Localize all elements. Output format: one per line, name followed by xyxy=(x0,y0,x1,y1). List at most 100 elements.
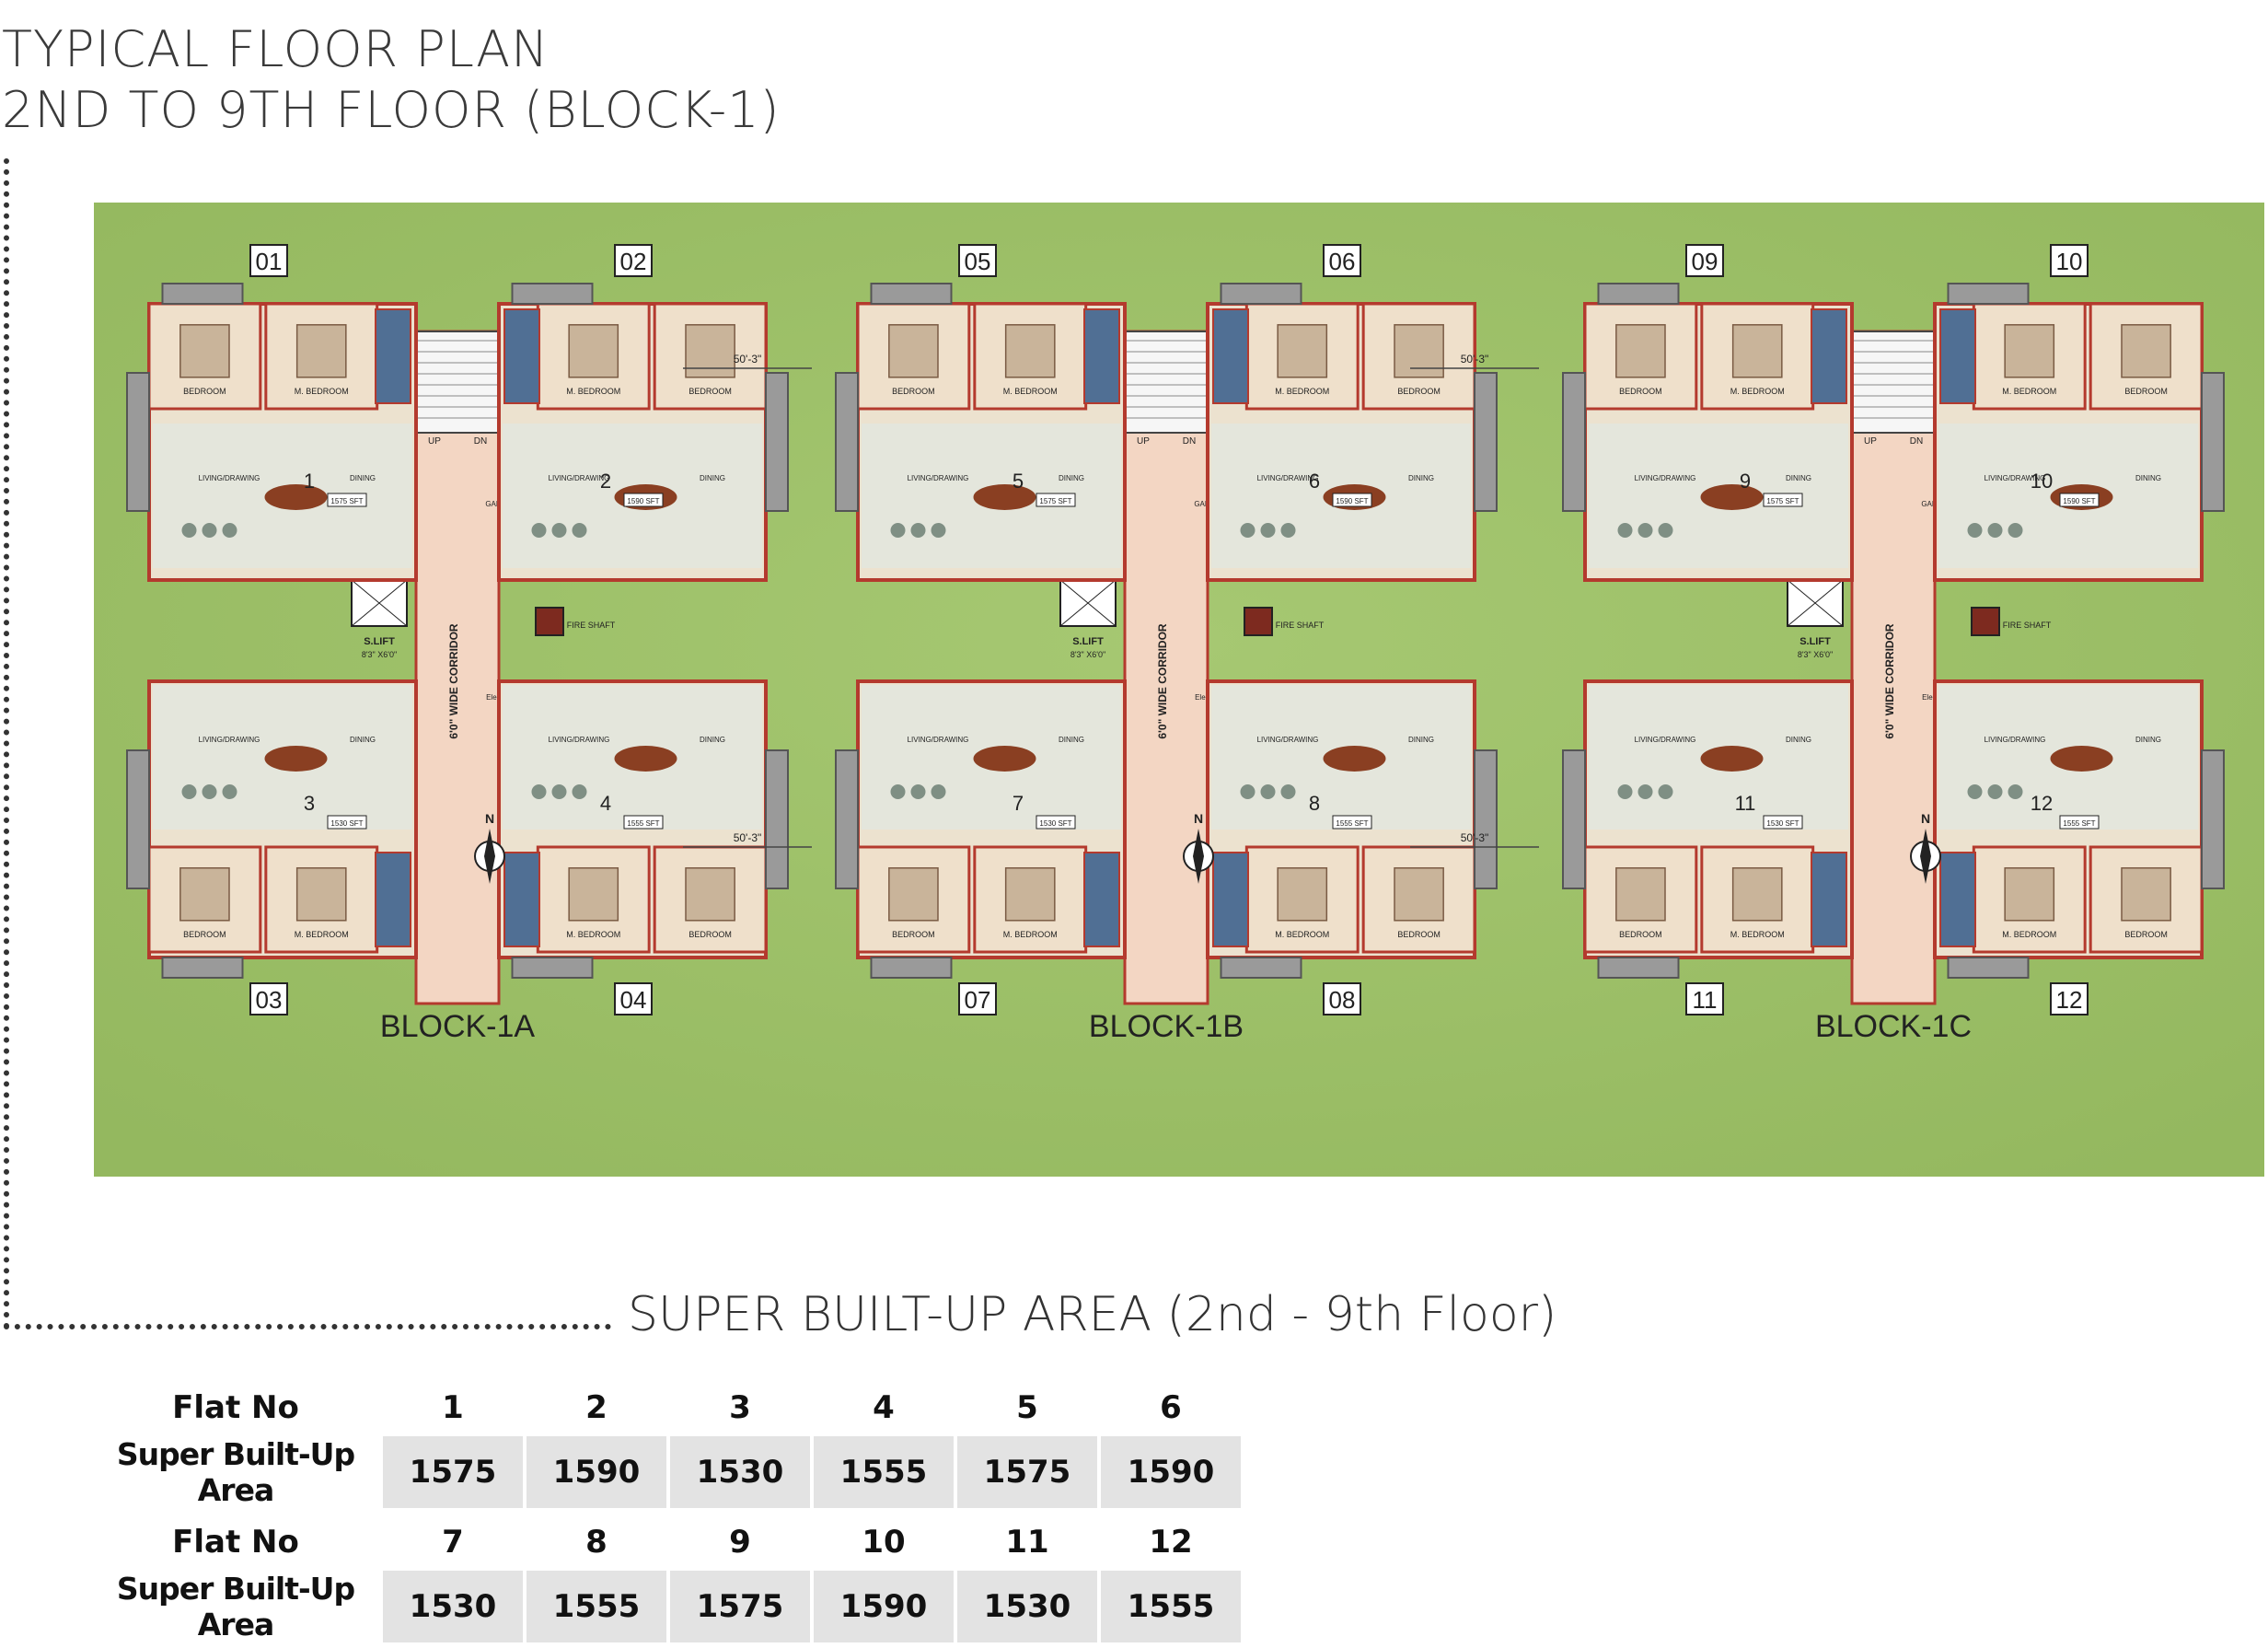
chair-icon xyxy=(890,523,906,538)
flat-unit-number: 1 xyxy=(304,470,315,493)
room-label: DINING xyxy=(350,474,376,482)
block-label: BLOCK-1A xyxy=(380,1009,535,1044)
chair-icon xyxy=(910,784,926,799)
toilet-room xyxy=(503,852,540,947)
page-title: TYPICAL FLOOR PLAN xyxy=(2,20,550,78)
flat-tag-box xyxy=(958,982,997,1015)
area-cell: 1590 xyxy=(814,1571,954,1642)
area-table-title: SUPER BUILT-UP AREA (2nd - 9th Floor) xyxy=(628,1287,1557,1342)
dining-table-icon xyxy=(1700,746,1764,772)
toilet-room xyxy=(1212,308,1249,404)
chair-icon xyxy=(531,523,547,538)
area-row: Super Built-Up Area 1530 1555 1575 1590 … xyxy=(92,1571,1241,1642)
room-label: M. BEDROOM xyxy=(566,930,620,939)
flat-unit-number: 6 xyxy=(1309,470,1320,493)
flat-no-label: Flat No xyxy=(172,1389,299,1426)
area-row: Super Built-Up Area 1575 1590 1530 1555 … xyxy=(92,1436,1241,1508)
front-balcony xyxy=(1947,957,2030,979)
north-arrow-needle xyxy=(1920,829,1931,884)
lift-size-label: 8'3" X6'0" xyxy=(1070,650,1105,659)
area-chip xyxy=(327,815,367,830)
front-balcony xyxy=(161,957,244,979)
area-table-2: Flat No 7 8 9 10 11 12 Super Built-Up Ar… xyxy=(88,1514,1244,1648)
gap-dimension-label: 50'-3" xyxy=(734,353,762,366)
flat-tag-box xyxy=(249,982,288,1015)
stair-down-label: DN xyxy=(474,436,487,447)
room-label: M. BEDROOM xyxy=(1275,387,1329,396)
toilet-room xyxy=(503,308,540,404)
room-label: BEDROOM xyxy=(688,387,732,396)
bed-icon xyxy=(2004,867,2055,922)
chair-icon xyxy=(551,523,567,538)
room-label: LIVING/DRAWING xyxy=(199,474,260,482)
bed-icon xyxy=(1731,324,1783,378)
chair-icon xyxy=(890,784,906,799)
chair-icon xyxy=(2008,784,2023,799)
chair-icon xyxy=(1658,784,1673,799)
side-balcony xyxy=(126,372,150,512)
area-chip xyxy=(623,493,664,507)
area-chip xyxy=(1036,815,1076,830)
toilet-room xyxy=(1939,308,1976,404)
area-chip xyxy=(2059,815,2100,830)
flat-area-chip: 1590 SFT xyxy=(1336,497,1368,505)
flat-tag-box xyxy=(2050,982,2089,1015)
north-label: N xyxy=(485,811,494,826)
area-chip xyxy=(1763,815,1803,830)
flat-unit-number: 11 xyxy=(1735,792,1756,815)
area-cell: 1575 xyxy=(383,1436,523,1508)
area-cell: 1530 xyxy=(670,1436,810,1508)
flat-no-cell: 9 xyxy=(729,1524,751,1561)
flat-no-row: Flat No 7 8 9 10 11 12 xyxy=(92,1519,1241,1565)
fire-shaft-label: FIRE SHAFT xyxy=(567,621,616,630)
room-label: DINING xyxy=(1059,474,1084,482)
stair-up-label: UP xyxy=(428,436,441,447)
toilet-room xyxy=(1083,852,1120,947)
flat-tag: 10 xyxy=(2056,248,2083,275)
chair-icon xyxy=(1637,523,1653,538)
page-subtitle: 2ND TO 9TH FLOOR (BLOCK-1) xyxy=(2,81,781,139)
front-balcony xyxy=(1220,957,1302,979)
flat-no-cell: 12 xyxy=(1149,1524,1193,1561)
flat-no-row: Flat No 1 2 3 4 5 6 xyxy=(92,1385,1241,1431)
chair-icon xyxy=(1280,784,1296,799)
room-label: DINING xyxy=(700,736,725,744)
chair-icon xyxy=(181,523,197,538)
room-label: M. BEDROOM xyxy=(2002,930,2056,939)
fire-shaft-label: FIRE SHAFT xyxy=(1276,621,1325,630)
stair-up-label: UP xyxy=(1137,436,1150,447)
flat-no-label: Flat No xyxy=(172,1524,299,1561)
side-balcony xyxy=(765,749,789,889)
dining-table-icon xyxy=(264,746,328,772)
side-balcony xyxy=(1474,749,1498,889)
room-label: DINING xyxy=(350,736,376,744)
room-label: BEDROOM xyxy=(1619,387,1662,396)
bed-icon xyxy=(1004,867,1056,922)
toilet-room xyxy=(1939,852,1976,947)
bed-icon xyxy=(295,867,347,922)
area-cell: 1575 xyxy=(957,1436,1097,1508)
flat-unit-number: 2 xyxy=(600,470,611,493)
chair-icon xyxy=(910,523,926,538)
room-label: DINING xyxy=(1059,736,1084,744)
room-label: DINING xyxy=(2135,474,2161,482)
room-label: M. BEDROOM xyxy=(1730,387,1785,396)
flat-tag: 11 xyxy=(1693,986,1718,1014)
north-arrow-needle xyxy=(484,829,495,884)
area-cell: 1575 xyxy=(670,1571,810,1642)
chair-icon xyxy=(1987,523,2003,538)
north-label: N xyxy=(1194,811,1203,826)
fire-shaft xyxy=(535,607,564,636)
bed-icon xyxy=(685,867,735,922)
chair-icon xyxy=(2008,523,2023,538)
chair-icon xyxy=(1967,523,1983,538)
corridor xyxy=(1850,330,1937,1005)
room-label: LIVING/DRAWING xyxy=(1635,736,1696,744)
flat-no-cell: 6 xyxy=(1160,1389,1182,1426)
bed-icon xyxy=(1004,324,1056,378)
room-label: BEDROOM xyxy=(2124,930,2168,939)
flat-no-cell: 7 xyxy=(442,1524,464,1561)
bed-icon xyxy=(568,867,619,922)
bed-icon xyxy=(2121,324,2171,378)
side-balcony xyxy=(1562,372,1586,512)
